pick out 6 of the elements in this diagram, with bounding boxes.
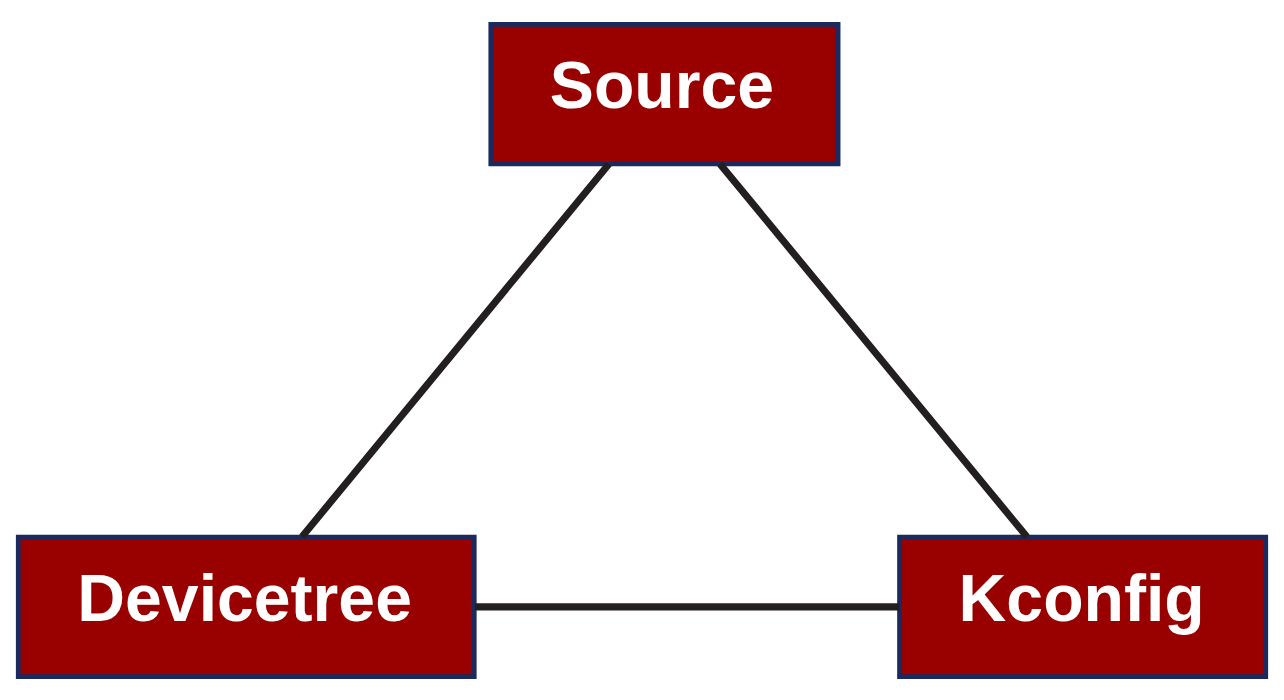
node-box: Source bbox=[488, 21, 841, 166]
node-box: Kconfig bbox=[897, 534, 1269, 679]
connector bbox=[299, 161, 612, 539]
node-box: Devicetree bbox=[15, 534, 477, 679]
connector bbox=[717, 161, 1030, 539]
connector bbox=[474, 602, 900, 610]
